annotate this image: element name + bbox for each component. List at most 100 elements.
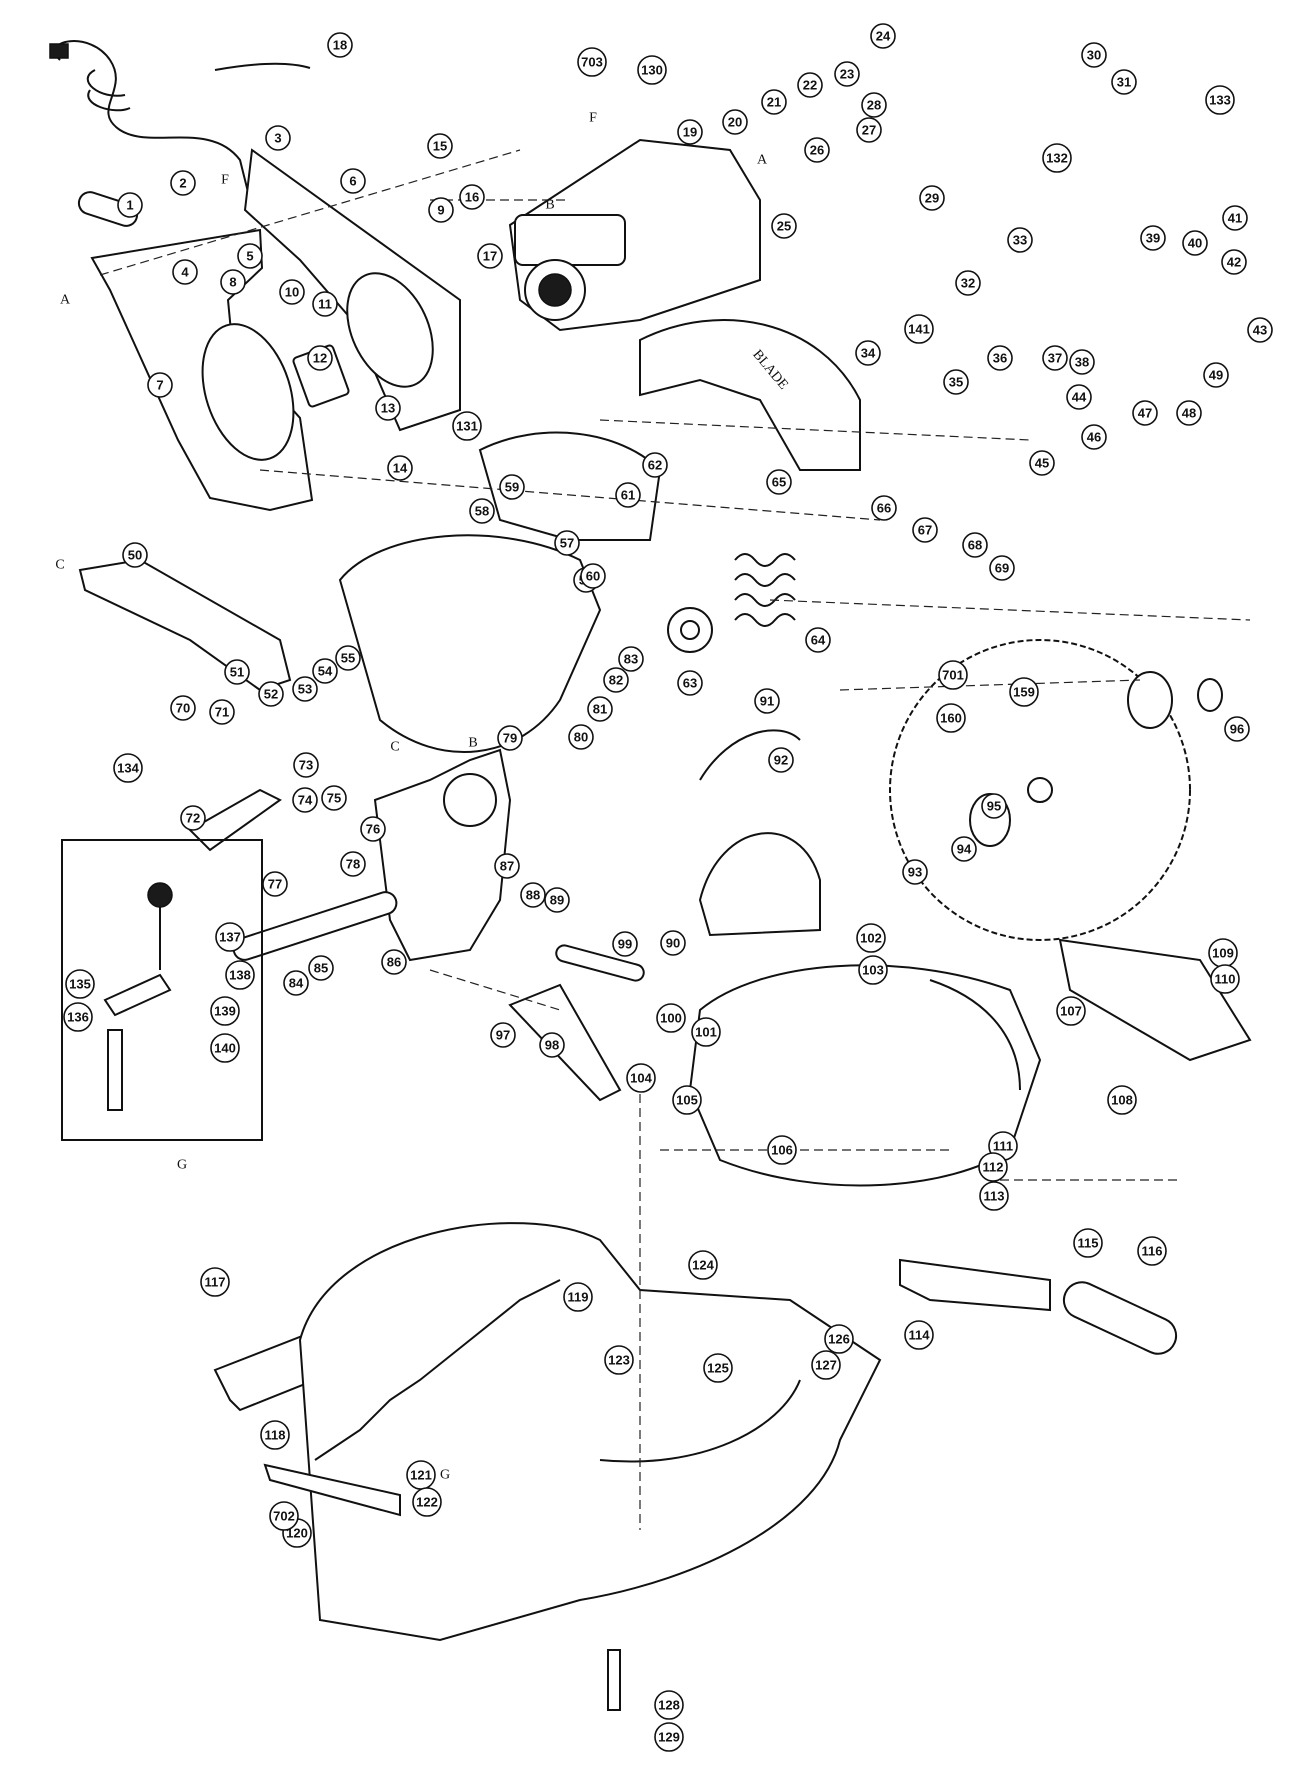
callout-5: 5 xyxy=(237,243,263,269)
callout-76: 76 xyxy=(360,816,386,842)
callout-circle xyxy=(327,32,353,58)
callout-number: 138 xyxy=(229,968,251,983)
callout-75: 75 xyxy=(321,785,347,811)
callout-number: 67 xyxy=(918,523,932,538)
callout-number: 39 xyxy=(1146,231,1160,246)
callout-2: 2 xyxy=(170,170,196,196)
callout-circle xyxy=(856,117,882,143)
callout-circle xyxy=(180,805,206,831)
callout-number: 77 xyxy=(268,877,282,892)
callout-circle xyxy=(580,563,606,589)
callout-circle xyxy=(292,676,318,702)
callout-number: 28 xyxy=(867,98,881,113)
callout-number: 27 xyxy=(862,123,876,138)
callout-number: 43 xyxy=(1253,323,1267,338)
callout-number: 32 xyxy=(961,276,975,291)
callout-circle xyxy=(1205,85,1235,115)
callout-circle xyxy=(978,1152,1008,1182)
callout-13: 13 xyxy=(375,395,401,421)
callout-number: 34 xyxy=(861,346,876,361)
callout-number: 125 xyxy=(707,1361,729,1376)
callout-circle xyxy=(170,695,196,721)
callout-number: 53 xyxy=(298,682,312,697)
callout-50: 50 xyxy=(122,542,148,568)
callout-65: 65 xyxy=(766,469,792,495)
handle-cover-opening xyxy=(346,272,434,388)
reference-letter-f: F xyxy=(221,173,229,188)
callout-number: 103 xyxy=(862,963,884,978)
callout-63: 63 xyxy=(677,670,703,696)
callout-number: 90 xyxy=(666,936,680,951)
callout-number: 44 xyxy=(1072,390,1087,405)
callout-number: 122 xyxy=(416,1495,438,1510)
callout-69: 69 xyxy=(989,555,1015,581)
callout-number: 76 xyxy=(366,822,380,837)
callout-circle xyxy=(834,61,860,87)
callout-136: 136 xyxy=(63,1002,93,1032)
callout-circle xyxy=(544,887,570,913)
callout-circle xyxy=(308,955,334,981)
callout-number: 109 xyxy=(1212,946,1234,961)
callout-39: 39 xyxy=(1140,225,1166,251)
handle-grip xyxy=(77,191,139,227)
callout-number: 33 xyxy=(1013,233,1027,248)
callout-number: 84 xyxy=(289,976,304,991)
callout-number: 18 xyxy=(333,38,347,53)
callout-number: 160 xyxy=(940,711,962,726)
callout-57: 57 xyxy=(554,530,580,556)
callout-number: 104 xyxy=(630,1071,652,1086)
callout-circle xyxy=(469,498,495,524)
callout-number: 88 xyxy=(526,888,540,903)
callout-circle xyxy=(477,243,503,269)
callout-37: 37 xyxy=(1042,345,1068,371)
callout-circle xyxy=(1042,143,1072,173)
callout-circle xyxy=(1007,227,1033,253)
callout-circle xyxy=(989,555,1015,581)
callout-number: 139 xyxy=(214,1004,236,1019)
callout-number: 65 xyxy=(772,475,786,490)
callout-62: 62 xyxy=(642,452,668,478)
cord-plug xyxy=(49,43,69,59)
callout-number: 68 xyxy=(968,538,982,553)
callout-number: 71 xyxy=(215,705,229,720)
callout-number: 63 xyxy=(683,676,697,691)
callout-number: 119 xyxy=(568,1290,589,1305)
callout-circle xyxy=(1111,69,1137,95)
inset-arm xyxy=(103,973,172,1017)
callout-number: 108 xyxy=(1111,1093,1133,1108)
callout-70: 70 xyxy=(170,695,196,721)
callout-8: 8 xyxy=(220,269,246,295)
callout-93: 93 xyxy=(902,859,928,885)
callout-1: 1 xyxy=(117,192,143,218)
callout-circle xyxy=(871,495,897,521)
callout-42: 42 xyxy=(1221,249,1247,275)
callout-132: 132 xyxy=(1042,143,1072,173)
callout-circle xyxy=(1247,317,1273,343)
reference-letter-c: C xyxy=(55,558,64,573)
callout-circle xyxy=(340,851,366,877)
callout-78: 78 xyxy=(340,851,366,877)
callout-102: 102 xyxy=(856,923,886,953)
callout-20: 20 xyxy=(722,109,748,135)
callout-circle xyxy=(1221,249,1247,275)
callout-number: 50 xyxy=(128,548,142,563)
callout-59: 59 xyxy=(499,474,525,500)
callout-117: 117 xyxy=(200,1267,230,1297)
callout-number: 40 xyxy=(1188,236,1202,251)
callout-87: 87 xyxy=(494,853,520,879)
callout-circle xyxy=(1140,225,1166,251)
lower-blade-guard xyxy=(338,534,602,754)
callout-number: 86 xyxy=(387,955,401,970)
callout-number: 131 xyxy=(456,419,478,434)
reference-letter-c: C xyxy=(390,740,399,755)
upper-blade-guard xyxy=(639,319,861,471)
callout-circle xyxy=(269,1501,299,1531)
callout-30: 30 xyxy=(1081,42,1107,68)
callout-number: 81 xyxy=(593,702,607,717)
callout-circle xyxy=(824,1324,854,1354)
callout-circle xyxy=(1081,424,1107,450)
callout-114: 114 xyxy=(904,1320,934,1350)
callout-circle xyxy=(225,960,255,990)
callout-number: 93 xyxy=(908,865,922,880)
